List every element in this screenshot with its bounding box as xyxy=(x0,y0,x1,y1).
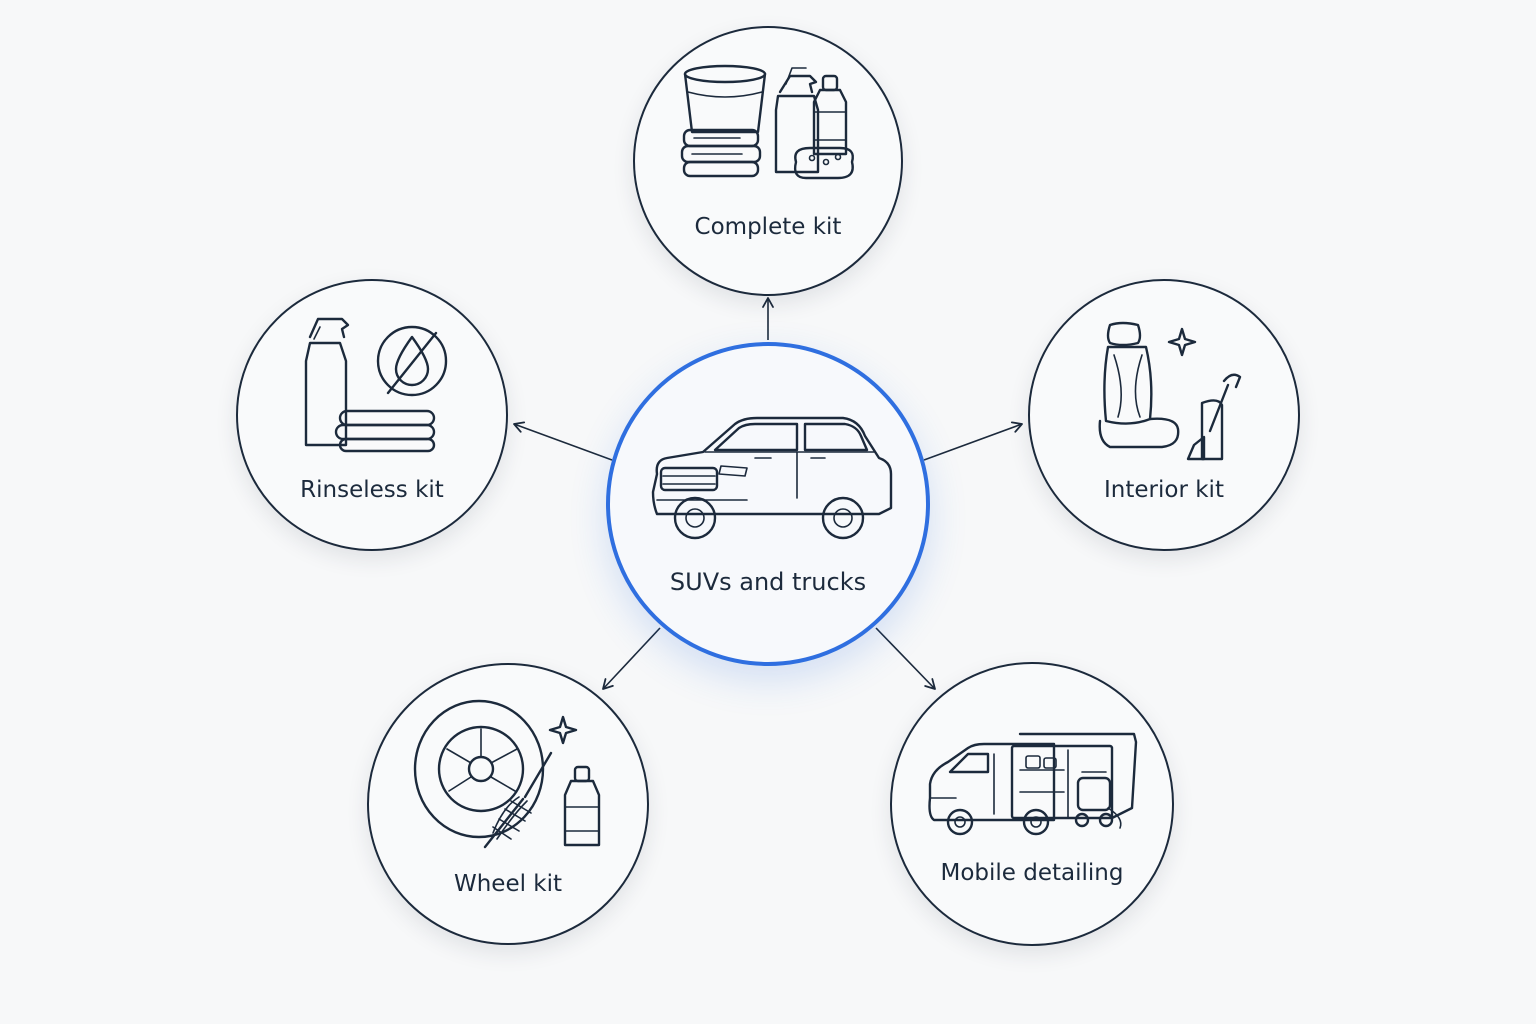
node-mobile-detailing[interactable]: Mobile detailing xyxy=(890,662,1174,946)
arrow-to-rinseless-kit xyxy=(513,421,613,461)
van-icon xyxy=(928,732,1138,836)
node-label: Rinseless kit xyxy=(300,477,444,503)
suv-icon xyxy=(651,416,893,540)
arrow-to-interior-kit xyxy=(923,421,1023,461)
tire-brush-icon xyxy=(413,699,601,849)
car-seat-vacuum-icon xyxy=(1098,321,1242,461)
node-complete-kit[interactable]: Complete kit xyxy=(633,26,903,296)
node-label: Complete kit xyxy=(694,214,842,240)
node-interior-kit[interactable]: Interior kit xyxy=(1028,279,1300,551)
node-label: SUVs and trucks xyxy=(669,568,867,596)
arrow-to-wheel-kit xyxy=(602,627,661,690)
node-wheel-kit[interactable]: Wheel kit xyxy=(367,663,649,945)
arrow-to-mobile-detailing xyxy=(875,627,936,690)
node-rinseless-kit[interactable]: Rinseless kit xyxy=(236,279,508,551)
spray-no-water-icon xyxy=(304,317,448,453)
node-label: Mobile detailing xyxy=(940,860,1124,886)
node-label: Interior kit xyxy=(1104,477,1224,503)
node-suvs-and-trucks[interactable]: SUVs and trucks xyxy=(606,342,930,666)
bucket-spray-sponge-icon xyxy=(680,64,854,180)
node-label: Wheel kit xyxy=(453,871,563,897)
